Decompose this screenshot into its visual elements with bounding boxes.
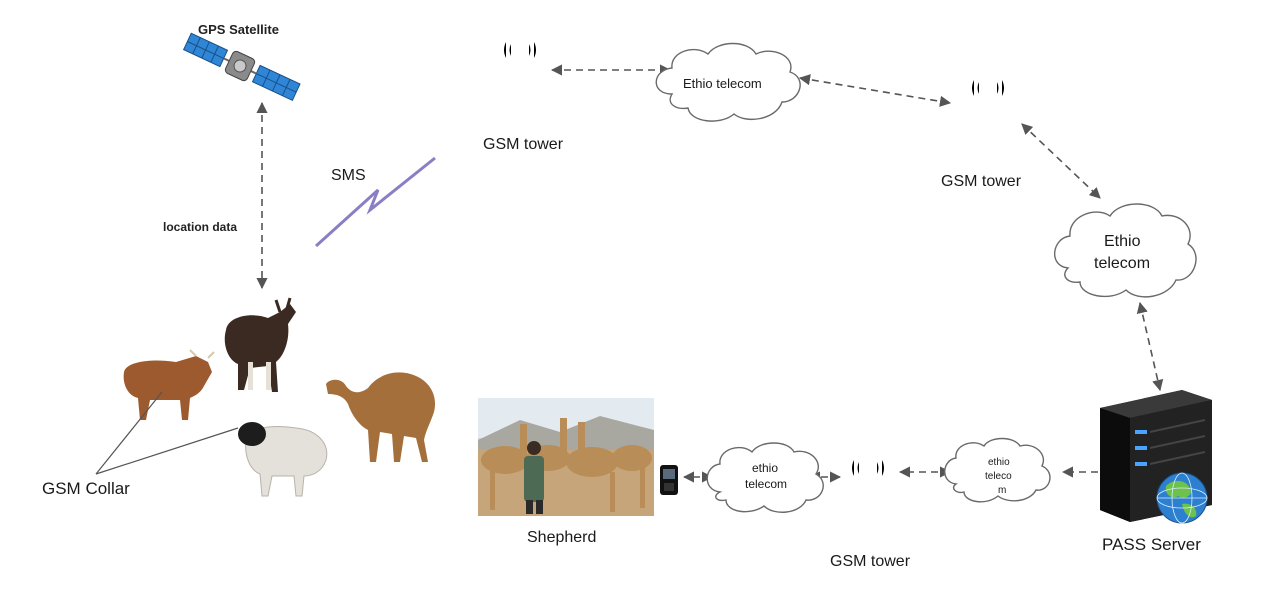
shepherd-figure	[524, 441, 544, 514]
gsm-collar-label: GSM Collar	[42, 479, 130, 498]
connectors	[256, 64, 1164, 483]
ethio-telecom-bottom-right-label-3: m	[998, 485, 1006, 496]
ethio-telecom-bottom-left-label-2: telecom	[745, 477, 787, 491]
gsm-tower-top-label: GSM tower	[483, 136, 564, 153]
location-data-label: location data	[163, 220, 237, 234]
gps-satellite-label: GPS Satellite	[198, 22, 279, 37]
sms-label: SMS	[331, 167, 366, 184]
ethio-telecom-bottom-right-label-2: teleco	[985, 471, 1012, 482]
globe-icon	[1156, 472, 1208, 524]
collar-links	[95, 391, 239, 475]
livestock	[123, 297, 436, 497]
sms-signal: SMS	[314, 156, 436, 248]
collar-line-sheep	[95, 427, 239, 475]
tower-icon	[492, 42, 548, 120]
link-tower-right-cloud-right	[1021, 123, 1101, 199]
gps-satellite: GPS Satellite	[182, 22, 301, 102]
link-cloud-right-server	[1136, 301, 1164, 392]
gsm-tower-right-label: GSM tower	[941, 173, 1022, 190]
ethio-telecom-bottom-left-label-1: ethio	[752, 461, 778, 475]
sheep-icon	[238, 422, 328, 497]
goat-icon	[224, 297, 296, 392]
phone-icon	[660, 465, 678, 495]
cloud-ethio-telecom-right: Ethio telecom	[1053, 203, 1197, 298]
cloud-icon	[706, 442, 824, 513]
gsm-tower-bottom-label: GSM tower	[830, 553, 911, 570]
pass-server-label: PASS Server	[1102, 535, 1201, 554]
cloud-icon	[655, 42, 801, 122]
ethio-telecom-right-label-1: Ethio	[1104, 233, 1141, 250]
camel-icon	[326, 372, 436, 462]
tower-icon	[960, 80, 1016, 158]
cloud-ethio-telecom-bottom-left: ethio telecom	[706, 442, 824, 513]
cloud-icon	[944, 437, 1051, 503]
link-cloud-top-tower-right	[798, 74, 952, 107]
shepherd-photo: Shepherd	[478, 398, 654, 546]
ethio-telecom-top-label: Ethio telecom	[683, 76, 762, 91]
cloud-ethio-telecom-top: Ethio telecom	[655, 42, 801, 122]
cow-icon	[123, 349, 215, 420]
cloud-icon	[1053, 203, 1197, 298]
tower-icon	[840, 460, 896, 538]
sms-bolt-icon	[314, 156, 436, 248]
shepherd-label: Shepherd	[527, 529, 596, 546]
pass-server: PASS Server	[1100, 390, 1212, 554]
satellite-icon	[182, 32, 301, 102]
ethio-telecom-bottom-right-label-1: ethio	[988, 457, 1010, 468]
ethio-telecom-right-label-2: telecom	[1094, 255, 1150, 272]
collar-line-cow	[95, 391, 163, 475]
cloud-ethio-telecom-bottom-right: ethio teleco m	[944, 437, 1051, 503]
